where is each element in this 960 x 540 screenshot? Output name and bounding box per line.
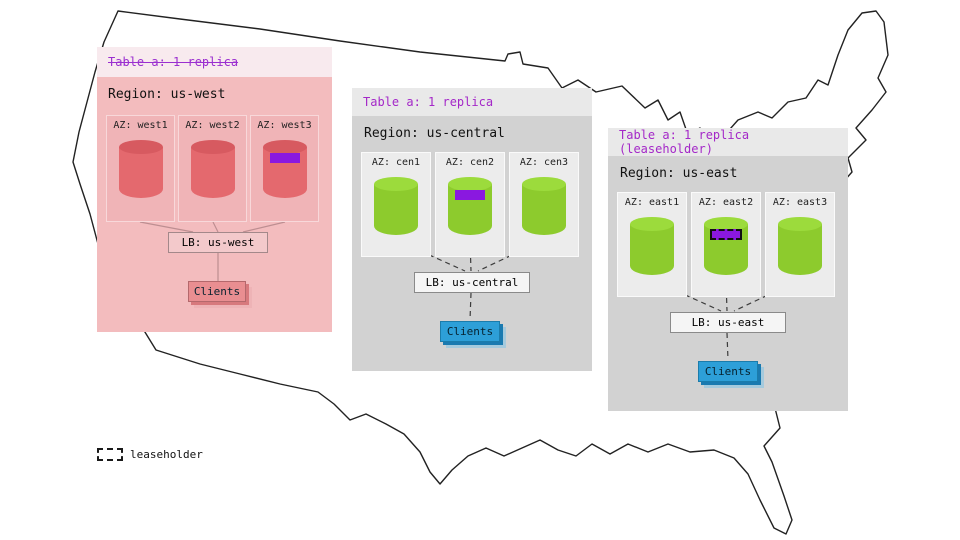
table-replica-label: Table a: 1 replica — [108, 55, 239, 69]
az-box-east1: AZ: east1 — [617, 192, 687, 297]
leaseholder-swatch-icon — [97, 448, 123, 461]
load-balancer-box: LB: us-west — [168, 232, 268, 253]
clients-box: Clients — [188, 281, 246, 302]
region-title: Region: us-east — [620, 166, 738, 181]
table-replica-label: Table a: 1 replica — [363, 95, 494, 109]
replica-chip — [455, 190, 485, 200]
az-label: AZ: cen3 — [519, 157, 569, 168]
table-header-us-east: Table a: 1 replica (leaseholder) — [608, 128, 848, 156]
legend-label: leaseholder — [130, 448, 203, 461]
az-label: AZ: cen2 — [445, 157, 495, 168]
database-cylinder — [118, 140, 163, 198]
az-label: AZ: west2 — [185, 120, 240, 131]
az-box-cen2: AZ: cen2 — [435, 152, 505, 257]
az-label: AZ: east1 — [624, 197, 680, 208]
region-title: Region: us-central — [364, 126, 505, 141]
az-box-west2: AZ: west2 — [178, 115, 247, 222]
table-header-us-west: Table a: 1 replica — [97, 47, 332, 77]
az-box-cen3: AZ: cen3 — [509, 152, 579, 257]
load-balancer-box: LB: us-central — [414, 272, 530, 293]
region-panel-us-central: Table a: 1 replica Region: us-central AZ… — [352, 88, 592, 371]
az-label: AZ: west1 — [113, 120, 168, 131]
legend: leaseholder — [97, 448, 203, 461]
az-label: AZ: east2 — [698, 197, 754, 208]
clients-box: Clients — [440, 321, 500, 342]
database-cylinder — [262, 140, 307, 198]
load-balancer-box: LB: us-east — [670, 312, 786, 333]
az-box-east2: AZ: east2 — [691, 192, 761, 297]
database-cylinder — [448, 177, 492, 235]
az-box-east3: AZ: east3 — [765, 192, 835, 297]
database-cylinder — [374, 177, 418, 235]
region-panel-us-west: Table a: 1 replica Region: us-west AZ: w… — [97, 47, 332, 332]
database-cylinder — [778, 217, 822, 275]
az-box-west1: AZ: west1 — [106, 115, 175, 222]
az-box-west3: AZ: west3 — [250, 115, 319, 222]
database-cylinder — [630, 217, 674, 275]
az-label: AZ: cen1 — [371, 157, 421, 168]
table-header-us-central: Table a: 1 replica — [352, 88, 592, 116]
database-cylinder — [190, 140, 235, 198]
az-label: AZ: west3 — [257, 120, 312, 131]
database-cylinder — [522, 177, 566, 235]
az-box-cen1: AZ: cen1 — [361, 152, 431, 257]
region-title: Region: us-west — [108, 87, 226, 102]
region-panel-us-east: Table a: 1 replica (leaseholder) Region:… — [608, 128, 848, 411]
clients-box: Clients — [698, 361, 758, 382]
az-label: AZ: east3 — [772, 197, 828, 208]
leaseholder-replica-chip — [710, 229, 742, 240]
table-replica-label: Table a: 1 replica (leaseholder) — [619, 128, 750, 156]
replica-chip — [269, 153, 300, 163]
database-cylinder — [704, 217, 748, 275]
